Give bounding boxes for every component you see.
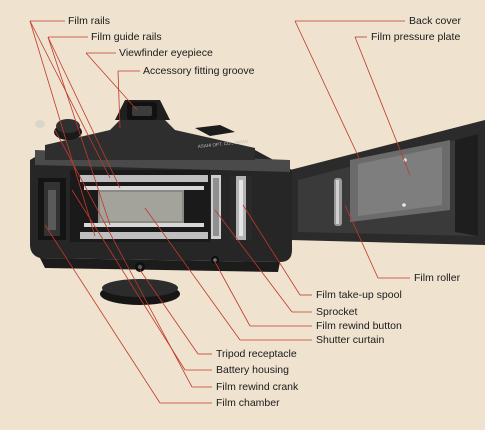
label-back-cover: Back cover xyxy=(409,15,461,27)
film-take-up-spool xyxy=(230,176,252,240)
film-roller xyxy=(334,178,342,226)
sprocket xyxy=(211,175,221,239)
label-film-take-up-spool: Film take-up spool xyxy=(316,289,402,301)
label-viewfinder-eyepiece: Viewfinder eyepiece xyxy=(119,47,213,59)
label-film-rewind-button: Film rewind button xyxy=(316,320,402,332)
film-pressure-plate xyxy=(350,140,450,222)
label-film-roller: Film roller xyxy=(414,272,461,284)
film-chamber xyxy=(38,178,66,240)
label-film-chamber: Film chamber xyxy=(216,397,280,409)
label-accessory-fitting-groove: Accessory fitting groove xyxy=(143,65,255,77)
label-film-rewind-crank: Film rewind crank xyxy=(216,381,299,393)
label-battery-housing: Battery housing xyxy=(216,364,289,376)
film-gate xyxy=(70,170,210,242)
label-sprocket: Sprocket xyxy=(316,306,358,318)
leader-lines xyxy=(29,20,411,404)
camera-bottom xyxy=(40,256,280,305)
label-film-rails: Film rails xyxy=(68,15,110,27)
label-film-guide-rails: Film guide rails xyxy=(91,31,162,43)
label-shutter-curtain: Shutter curtain xyxy=(316,334,385,346)
label-tripod-receptacle: Tripod receptacle xyxy=(216,348,297,360)
camera-engraving: ASAHI OPT. CO., JAPAN xyxy=(198,139,249,149)
label-film-pressure-plate: Film pressure plate xyxy=(371,31,461,43)
